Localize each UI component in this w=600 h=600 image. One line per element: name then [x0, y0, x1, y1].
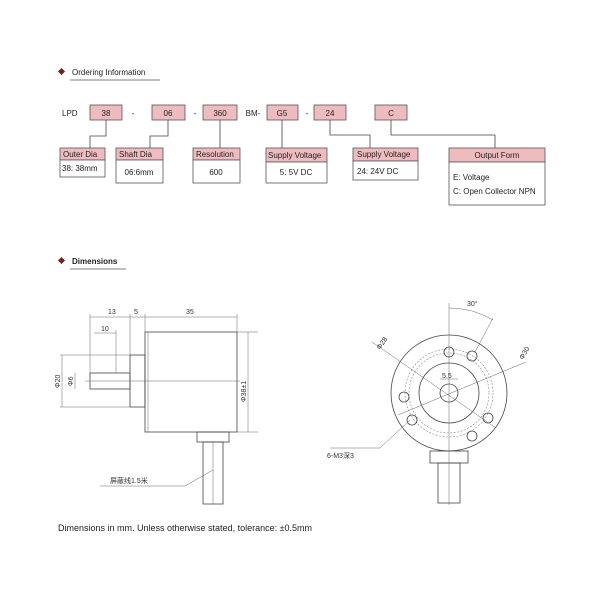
- side-view-drawing: 13 5 35 10 Φ20 Φ6 Φ38±1 屏蔽线1.5米: [55, 309, 258, 505]
- cable-label: 屏蔽线1.5米: [110, 476, 148, 485]
- ordering-title: Ordering Information: [72, 68, 145, 77]
- separator: -: [194, 109, 197, 118]
- field-output-form-label: Output Form: [475, 151, 520, 160]
- dimensions-title: Dimensions: [72, 257, 118, 266]
- separator: BM-: [246, 109, 261, 118]
- code-shaft-dia: 06: [164, 109, 173, 118]
- field-resolution-value: 600: [209, 168, 223, 177]
- front-view-drawing: 30° Φ28 Φ30 5.5 6-M3深3: [327, 300, 531, 505]
- code-resolution: 360: [213, 109, 227, 118]
- field-outer-dia-label: Outer Dia: [63, 150, 98, 159]
- separator: -: [132, 109, 135, 118]
- dimensions-header: Dimensions: [57, 256, 126, 270]
- model-prefix: LPD: [62, 109, 78, 118]
- dim-phi6: Φ6: [68, 376, 75, 386]
- ordering-header: Ordering Information: [57, 67, 160, 81]
- tolerance-note: Dimensions in mm. Unless otherwise state…: [58, 523, 312, 533]
- field-output-form-value-c: C: Open Collector NPN: [453, 187, 536, 196]
- dim-phi38: Φ38±1: [241, 381, 248, 402]
- dim-35: 35: [186, 309, 194, 316]
- bullet-icon: [57, 256, 66, 265]
- code-supply-voltage: G5: [277, 109, 288, 118]
- field-boxes: Outer Dia 38: 38mm Shaft Dia 06:6mm Reso…: [59, 147, 546, 206]
- code-supply-voltage-2: 24: [326, 109, 335, 118]
- dim-phi20: Φ20: [55, 375, 62, 388]
- connector-lines: [89, 120, 496, 148]
- field-output-form-value-e: E: Voltage: [453, 173, 490, 182]
- dim-13: 13: [108, 309, 116, 316]
- dim-flat-5-5: 5.5: [442, 373, 452, 380]
- mounting-holes-label: 6-M3深3: [327, 451, 354, 460]
- field-resolution-label: Resolution: [196, 150, 234, 159]
- field-supply-voltage-label: Supply Voltage: [268, 151, 322, 160]
- field-supply-voltage-2-value: 24: 24V DC: [357, 167, 399, 176]
- separator: -: [306, 109, 309, 118]
- field-supply-voltage-2-label: Supply Voltage: [357, 150, 411, 159]
- field-outer-dia-value: 38: 38mm: [62, 164, 98, 173]
- field-shaft-dia-value: 06:6mm: [125, 168, 154, 177]
- code-outer-dia: 38: [102, 109, 111, 118]
- dim-5: 5: [134, 309, 138, 316]
- code-boxes: 38 06 360 G5 24 C - - BM- -: [89, 104, 408, 121]
- code-output-form: C: [388, 109, 394, 118]
- dim-10: 10: [101, 326, 109, 333]
- field-shaft-dia-label: Shaft Dia: [119, 150, 152, 159]
- field-supply-voltage-value: 5: 5V DC: [280, 168, 313, 177]
- dim-phi28: Φ28: [376, 336, 389, 351]
- dim-angle-30: 30°: [467, 300, 478, 308]
- dim-phi30: Φ30: [519, 346, 532, 361]
- bullet-icon: [57, 67, 66, 76]
